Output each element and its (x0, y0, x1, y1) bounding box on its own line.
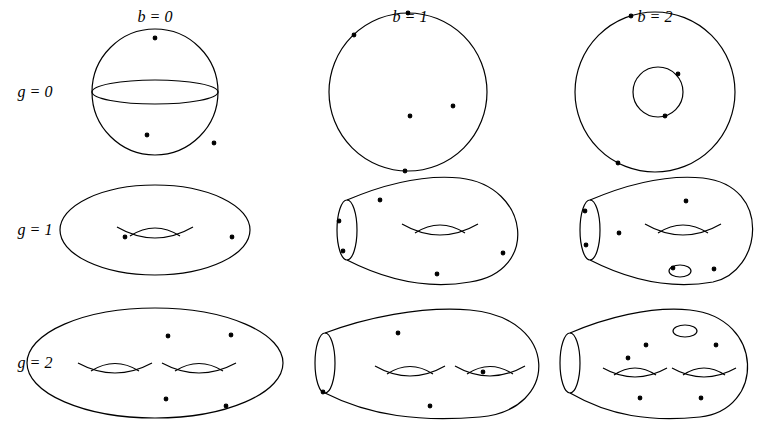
row-header: g = 0 (18, 84, 53, 100)
sphere (92, 29, 218, 155)
row-header: g = 2 (18, 355, 53, 371)
torus-two-boundaries (580, 177, 753, 284)
column-header: b = 0 (138, 9, 173, 25)
column-header: b = 1 (393, 9, 428, 25)
torus (60, 185, 250, 275)
annulus (575, 12, 735, 172)
genus-two-two-boundaries (560, 309, 748, 418)
column-header: b = 2 (638, 9, 673, 25)
torus-one-boundary (337, 177, 518, 284)
genus-two-surface (27, 308, 283, 418)
row-header: g = 1 (18, 222, 53, 238)
disk (329, 11, 487, 173)
genus-two-one-boundary (315, 309, 539, 418)
